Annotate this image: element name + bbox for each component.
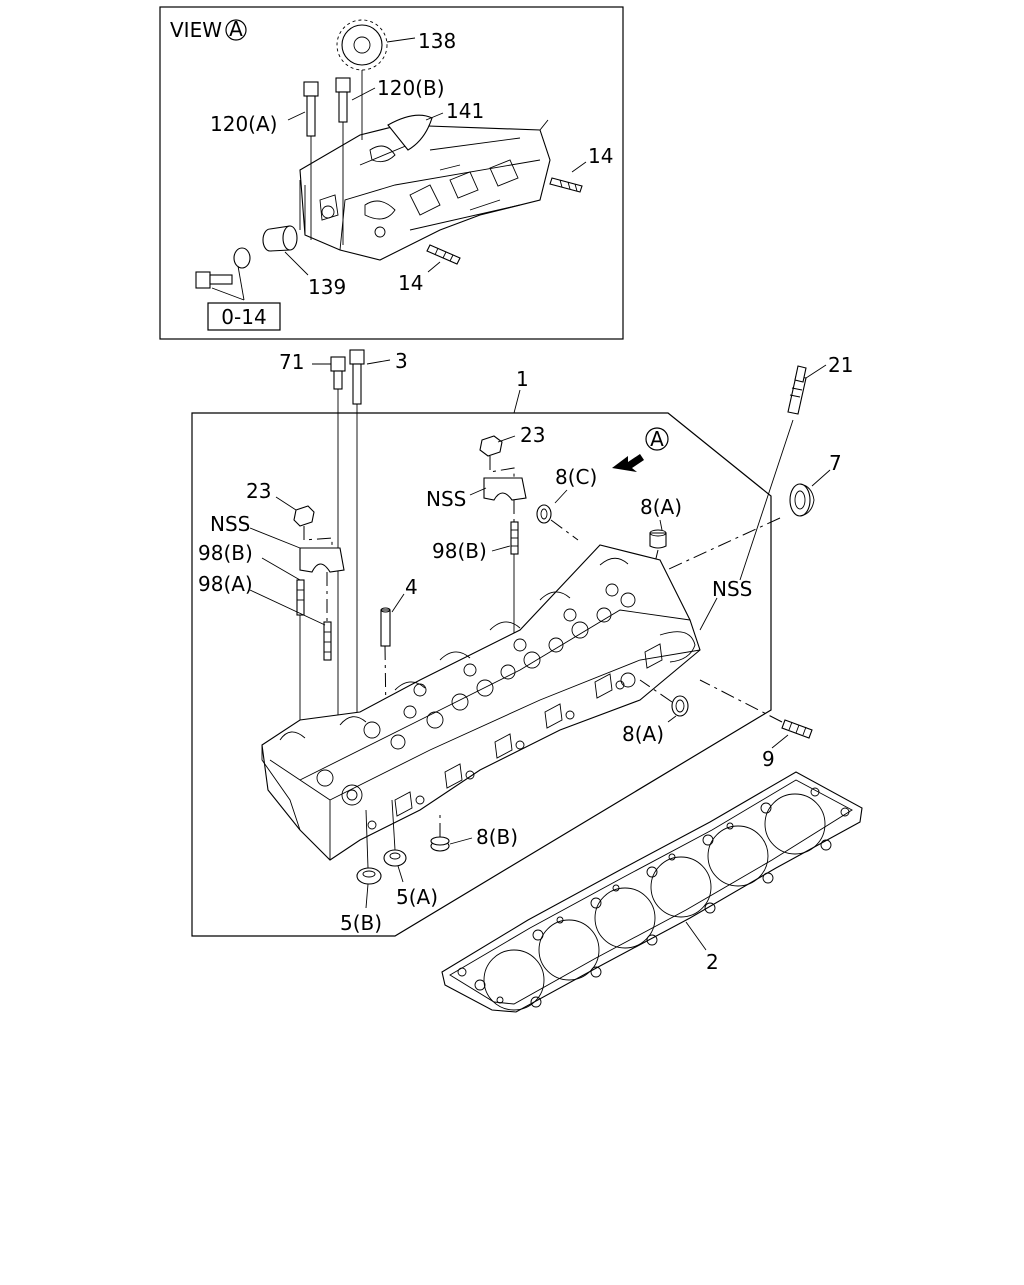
label-5b: 5(B) [340, 911, 382, 935]
label-1: 1 [516, 367, 529, 391]
stud-14-bottom [426, 244, 461, 265]
label-7: 7 [829, 451, 842, 475]
view-arrow-icon [612, 454, 644, 472]
inset-frame [159, 6, 624, 340]
plug-8b [430, 810, 450, 852]
label-98b-left: 98(B) [198, 541, 253, 565]
label-120a: 120(A) [210, 112, 277, 136]
label-138: 138 [418, 29, 456, 53]
label-98a: 98(A) [198, 572, 253, 596]
label-4: 4 [405, 575, 418, 599]
bracket-nss-mid [483, 456, 527, 501]
injector-21 [739, 365, 807, 581]
bolt-washer-0-14 [195, 247, 251, 301]
bolt-3 [349, 349, 365, 730]
label-71: 71 [279, 350, 304, 374]
gear-138 [336, 19, 388, 140]
bolt-120a [303, 81, 319, 240]
inset-view-letter: A [229, 17, 243, 41]
label-8b: 8(B) [476, 825, 518, 849]
nut-23-left [293, 505, 315, 527]
nut-23-mid [479, 435, 503, 457]
inset-view-circle [225, 19, 247, 41]
stud-98b-mid [510, 500, 519, 640]
label-141: 141 [446, 99, 484, 123]
label-5a: 5(A) [396, 885, 438, 909]
label-139: 139 [308, 275, 346, 299]
label-23-mid: 23 [520, 423, 545, 447]
seal-7 [789, 483, 815, 517]
head-gasket-2 [441, 771, 863, 1013]
label-23-left: 23 [246, 479, 271, 503]
label-21: 21 [828, 353, 853, 377]
label-8c: 8(C) [555, 465, 597, 489]
label-9: 9 [762, 747, 775, 771]
label-0-14: 0-14 [221, 305, 266, 329]
cap-141 [387, 114, 433, 151]
label-nss-left: NSS [210, 512, 250, 536]
label-14-top: 14 [588, 144, 613, 168]
inset-head-sketch [299, 119, 551, 261]
label-nss-mid: NSS [426, 487, 466, 511]
stud-9 [699, 679, 813, 739]
sleeve-139 [262, 225, 298, 252]
assembly-boundary [191, 412, 772, 937]
inset-view-a: VIEW A 138 [159, 6, 624, 340]
seal-5a [383, 799, 407, 867]
label-14-bottom: 14 [398, 271, 423, 295]
plug-8c [536, 504, 579, 541]
plug-8a-bottom [639, 679, 689, 717]
stud-98a [323, 572, 332, 661]
main-assembly: 71 3 1 A 21 7 [191, 349, 853, 937]
seal-5b [356, 809, 382, 885]
label-8a-bottom: 8(A) [622, 722, 664, 746]
label-2: 2 [706, 950, 719, 974]
label-nss-right: NSS [712, 577, 752, 601]
stud-14-top [549, 177, 583, 193]
view-marker-letter: A [650, 427, 664, 451]
bracket-nss-left [299, 526, 345, 573]
label-8a-top: 8(A) [640, 495, 682, 519]
view-marker-circle [645, 427, 669, 451]
label-box-0-14 [207, 302, 281, 331]
inset-view-word: VIEW [170, 18, 222, 42]
label-98b-mid: 98(B) [432, 539, 487, 563]
label-3: 3 [395, 349, 408, 373]
bolt-120b [335, 77, 351, 245]
cylinder-head [261, 544, 701, 861]
stud-98b-left [296, 579, 305, 740]
label-120b: 120(B) [377, 76, 445, 100]
